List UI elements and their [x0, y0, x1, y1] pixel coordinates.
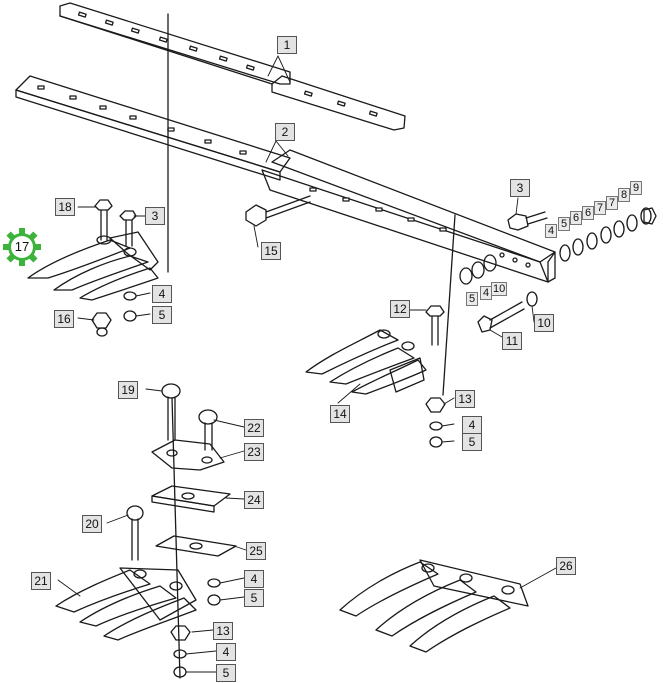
bolt-3-left: [119, 210, 137, 247]
reference-line: [171, 397, 181, 679]
callout-15: 15: [261, 242, 281, 260]
callout-8: 8: [618, 188, 630, 202]
carriage-bolt-20: [126, 505, 144, 561]
callout-6: 6: [570, 211, 582, 225]
callout-13: 13: [213, 622, 233, 640]
callout-23: 23: [244, 443, 264, 461]
callout-2: 2: [275, 123, 295, 141]
knife-guard-14: [305, 329, 427, 395]
bolt-12: [425, 305, 445, 346]
leader-lines: [57, 55, 557, 673]
carriage-bolt-19: [161, 383, 181, 441]
callout-22: 22: [244, 419, 264, 437]
carriage-bolt-22: [198, 409, 218, 451]
callout-16: 16: [54, 310, 74, 328]
gear-icon: [3, 228, 41, 266]
callout-19: 19: [118, 381, 138, 399]
callout-9: 9: [630, 181, 642, 195]
nut-stack-lower: [170, 625, 191, 678]
bolt-18: [94, 199, 113, 241]
callout-14: 14: [330, 405, 350, 423]
callout-4: 4: [244, 570, 264, 588]
callout-6: 6: [582, 206, 594, 220]
reference-line: [442, 214, 456, 396]
callout-26: 26: [556, 557, 576, 575]
callout-17: 17: [14, 239, 30, 254]
bolt-3-right: [507, 211, 548, 231]
callout-4: 4: [152, 285, 172, 303]
callout-20: 20: [82, 515, 102, 533]
washers-left: [91, 291, 137, 337]
bolt-11: [477, 291, 538, 333]
spacer-24: [151, 485, 231, 513]
callout-18: 18: [55, 198, 75, 216]
callout-25: 25: [246, 542, 266, 560]
triple-guard-26: [339, 559, 529, 653]
callout-5: 5: [216, 664, 236, 682]
callout-3: 3: [510, 179, 530, 197]
washer-stack: [559, 207, 657, 262]
callout-4: 4: [216, 643, 236, 661]
callout-13: 13: [455, 390, 475, 408]
callout-3: 3: [145, 207, 165, 225]
callout-4: 4: [545, 224, 557, 238]
callout-11: 11: [502, 332, 522, 350]
callout-21: 21: [31, 572, 51, 590]
callout-1: 1: [277, 36, 297, 54]
wear-plate-strip-1: [59, 2, 406, 131]
callout-5: 5: [152, 306, 172, 324]
washers-on-bar: [459, 254, 497, 285]
callout-24: 24: [244, 491, 264, 509]
gear-badge-icon: 17: [3, 228, 41, 266]
nut-stack-13: [425, 397, 446, 448]
callout-7: 7: [594, 201, 606, 215]
shim-25: [155, 535, 237, 557]
cutter-bar-2: [15, 75, 556, 283]
callout-12: 12: [390, 300, 410, 318]
bolt-15: [245, 195, 311, 227]
callout-5: 5: [466, 292, 478, 306]
callout-10: 10: [534, 314, 554, 332]
callout-7: 7: [606, 196, 618, 210]
knife-guard-21: [55, 567, 197, 641]
plate-23: [151, 439, 225, 471]
washers-lower-right: [207, 578, 221, 606]
callout-5: 5: [558, 217, 570, 231]
callout-5: 5: [244, 589, 264, 607]
callout-4: 4: [462, 416, 482, 434]
callout-5: 5: [462, 433, 482, 451]
knife-guard-left: [27, 231, 159, 301]
callout-10: 10: [491, 282, 508, 296]
